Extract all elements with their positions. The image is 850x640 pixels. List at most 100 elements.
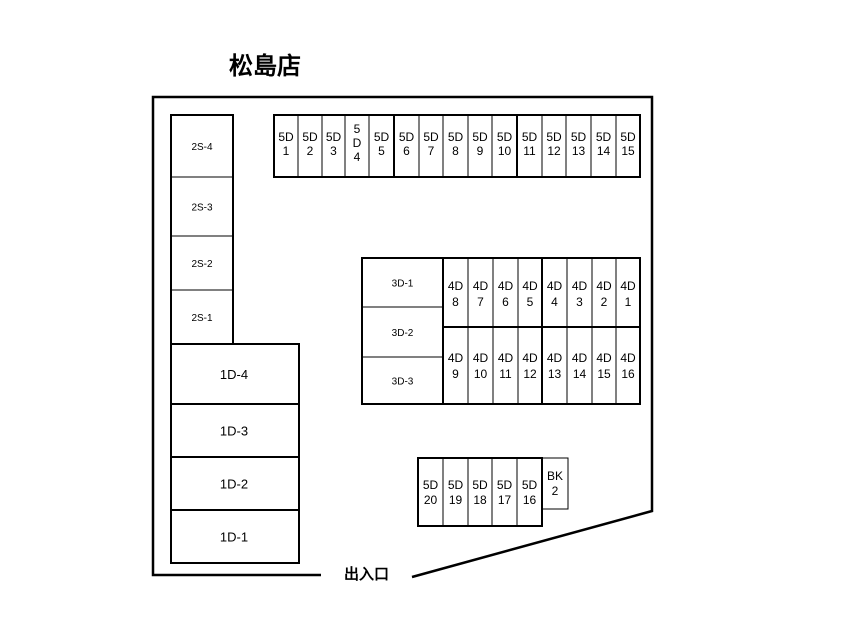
slot-label-4d: 4D (448, 279, 464, 293)
parking-slot-4d (615, 326, 641, 405)
slot-label-4d: 4D (498, 351, 514, 365)
slot-label-5d: 5D (448, 478, 464, 492)
slot-label-2s: 2S-2 (191, 259, 213, 270)
slot-label-5d: 9 (477, 144, 484, 158)
slot-group-2s: 2S-4 2S-3 2S-2 2S-1 (170, 114, 234, 345)
parking-slot-4d (517, 326, 543, 405)
slot-label-5d: 5D (448, 130, 464, 144)
parking-slot-4d (566, 326, 593, 405)
slot-label-4d: 16 (621, 367, 635, 381)
slot-label-5d: 5D (497, 130, 513, 144)
slot-label-5d: 5D (326, 130, 342, 144)
store-title: 松島店 (229, 52, 301, 80)
slot-label-4d: 11 (499, 367, 512, 381)
slot-label-1d: 1D-2 (220, 477, 248, 492)
slot-label-2s: 2S-4 (191, 142, 213, 153)
slot-label-1d: 1D-3 (220, 424, 248, 439)
slot-label-3d: 3D-1 (392, 279, 414, 290)
slot-group-outline-5d-bottom (417, 457, 543, 527)
slot-label-4d: 4D (473, 279, 489, 293)
slot-label-5d: 5D (620, 130, 636, 144)
slot-group-3d: 3D-1 3D-2 3D-3 (361, 257, 444, 405)
slot-label-4d: 4D (498, 279, 514, 293)
slot-label-2s: 2S-1 (191, 313, 213, 324)
parking-slot-5d (417, 457, 444, 527)
parking-slot-5d (467, 457, 493, 527)
slot-label-5d: 5D (278, 130, 294, 144)
slot-label-5d: 16 (523, 493, 537, 507)
slot-label-3d: 3D-2 (392, 328, 414, 339)
slot-group-1d: 1D-41D-31D-21D-1 (170, 343, 300, 564)
slot-label-4d: 4D (596, 279, 612, 293)
slot-label-5d: 1 (283, 144, 290, 158)
slot-label-1d: 1D-1 (220, 530, 248, 545)
slot-label-5d: 20 (424, 493, 438, 507)
slot-label-5d: 6 (403, 144, 410, 158)
slot-label-5d: 5D (522, 478, 538, 492)
slot-label-4d: 4D (547, 351, 563, 365)
slot-label-4d: 4 (551, 295, 558, 309)
slot-label-4d: 3 (576, 295, 583, 309)
parking-slot-4d (442, 326, 469, 405)
slot-label-5d: 17 (498, 493, 512, 507)
slot-label-4d: 6 (502, 295, 509, 309)
slot-label-5d: 4 (354, 150, 361, 164)
slot-label-5d: 5D (374, 130, 390, 144)
slot-label-5d: 8 (452, 144, 459, 158)
slot-group-5d-top: 5D15D25D35D45D55D65D75D85D95D105D115D125… (273, 114, 641, 178)
parking-slot-4d (492, 326, 519, 405)
slot-label-4d: 4D (620, 279, 636, 293)
slot-label-5d: 11 (523, 144, 536, 158)
slot-label-5d: 18 (473, 493, 487, 507)
slot-label-4d: 4D (448, 351, 464, 365)
slot-label-4d: 4D (596, 351, 612, 365)
slot-label-4d: 2 (601, 295, 608, 309)
slot-label-4d: 4D (572, 351, 588, 365)
slot-label-5d: 5D (423, 478, 439, 492)
slot-label-5d: 5D (522, 130, 538, 144)
slot-label-5d: 7 (428, 144, 435, 158)
slot-label-bike: 2 (552, 484, 559, 498)
slot-group-4d: 4D84D74D64D54D44D34D24D14D94D104D114D124… (442, 257, 641, 405)
parking-slot-5d (491, 457, 518, 527)
lot-boundary (151, 95, 654, 579)
slot-label-4d: 8 (452, 295, 459, 309)
parking-slot-4d (591, 326, 617, 405)
parking-slot-bike (541, 457, 569, 510)
parking-slot-5d (516, 457, 543, 527)
slot-label-5d: 5D (423, 130, 439, 144)
parking-slot-4d (541, 326, 568, 405)
slot-label-5d: 5D (472, 478, 488, 492)
slot-label-4d: 10 (474, 367, 488, 381)
slot-label-4d: 4D (522, 351, 538, 365)
slot-label-5d: 5 (378, 144, 385, 158)
parking-slot-5d (442, 457, 469, 527)
slot-label-4d: 4D (547, 279, 563, 293)
slot-group-outline-5d-top (273, 114, 641, 178)
slot-label-5d: 19 (449, 493, 463, 507)
slot-label-4d: 7 (477, 295, 484, 309)
slot-label-5d: 3 (330, 144, 337, 158)
slot-label-5d: D (353, 136, 362, 150)
slot-label-5d: 5D (571, 130, 587, 144)
slot-label-4d: 14 (573, 367, 587, 381)
slot-label-4d: 5 (527, 295, 534, 309)
slot-label-4d: 12 (523, 367, 537, 381)
slot-label-4d: 9 (452, 367, 459, 381)
slot-label-bike: BK (547, 469, 563, 483)
parking-slot-1d (170, 509, 300, 564)
slot-label-5d: 14 (597, 144, 611, 158)
slot-label-2s: 2S-3 (191, 203, 213, 214)
slot-label-3d: 3D-3 (392, 377, 414, 388)
slot-label-5d: 5D (399, 130, 415, 144)
slot-label-5d: 5D (302, 130, 318, 144)
slot-label-5d: 12 (547, 144, 561, 158)
slot-label-5d: 5D (546, 130, 562, 144)
slot-label-4d: 4D (620, 351, 636, 365)
slot-label-5d: 5 (354, 122, 361, 136)
slot-label-5d: 5D (596, 130, 612, 144)
slot-label-4d: 13 (548, 367, 562, 381)
slot-label-5d: 5D (497, 478, 513, 492)
